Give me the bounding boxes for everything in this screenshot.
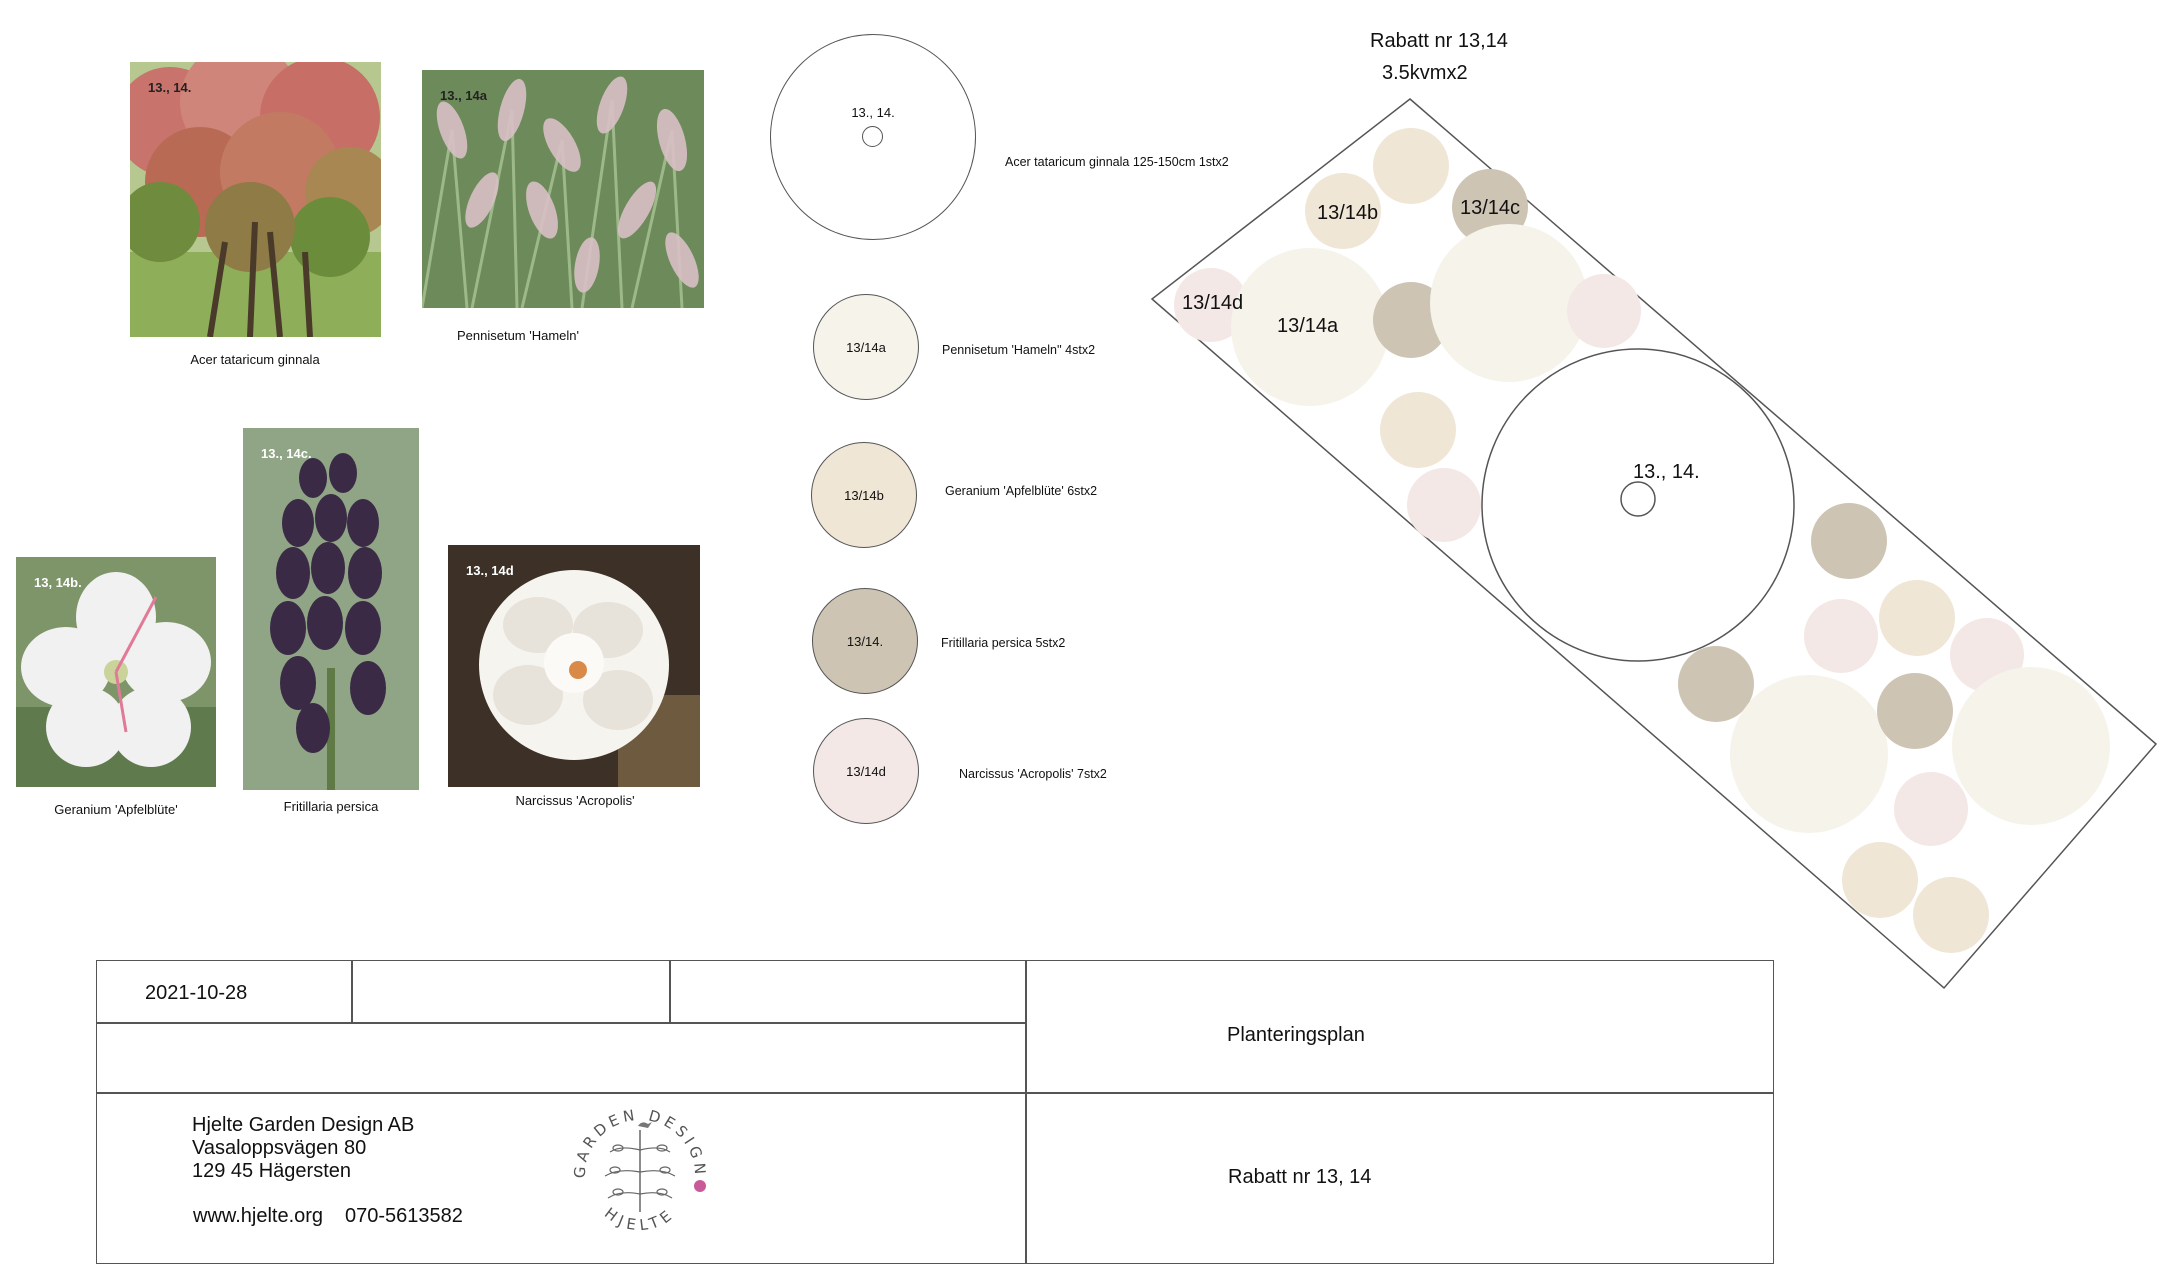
photo-label: 13., 14a bbox=[440, 88, 487, 103]
plan-label-b: 13/14b bbox=[1317, 202, 1379, 224]
legend-text: Narcissus 'Acropolis' 7stx2 bbox=[959, 767, 1107, 781]
plant-d bbox=[1567, 274, 1641, 348]
legend-tree-trunk bbox=[862, 126, 883, 147]
plant-b bbox=[1879, 580, 1955, 656]
legend-swatch: 13/14. bbox=[812, 588, 918, 694]
divider bbox=[1025, 960, 1027, 1264]
legend-swatch: 13/14d bbox=[813, 718, 919, 824]
plant-c bbox=[1373, 282, 1449, 358]
company-logo: GARDEN DESIGN HJELTE bbox=[560, 1090, 720, 1250]
plan-label-c: 13/14c bbox=[1460, 197, 1521, 219]
plan-title: Rabatt nr 13,14 bbox=[1370, 30, 1508, 52]
plant-b bbox=[1373, 128, 1449, 204]
bed-name: Rabatt nr 13, 14 bbox=[1228, 1166, 1372, 1188]
photo-caption: Narcissus 'Acropolis' bbox=[515, 793, 635, 808]
plan-label-d: 13/14d bbox=[1182, 292, 1244, 314]
date: 2021-10-28 bbox=[145, 982, 248, 1004]
plant-d bbox=[1174, 268, 1248, 342]
photo-narcissus: 13., 14d bbox=[448, 545, 700, 787]
plant-a bbox=[1730, 675, 1888, 833]
photo-acer: 13., 14. bbox=[130, 62, 381, 337]
company-street: Vasaloppsvägen 80 bbox=[192, 1137, 367, 1159]
phone-number: 070-5613582 bbox=[345, 1205, 463, 1227]
plan-size: 3.5kvmx2 bbox=[1382, 62, 1468, 84]
legend-code: 13/14. bbox=[846, 633, 884, 649]
divider bbox=[96, 1092, 1774, 1094]
plant-c bbox=[1877, 673, 1953, 749]
legend-text: Fritillaria persica 5stx2 bbox=[941, 636, 1066, 650]
photo-caption: Fritillaria persica bbox=[283, 799, 379, 814]
legend-swatch: 13/14a bbox=[813, 294, 919, 400]
photo-caption: Pennisetum 'Hameln' bbox=[456, 328, 580, 343]
divider bbox=[669, 960, 671, 1022]
legend-code: 13/14a bbox=[846, 339, 886, 355]
tree-trunk bbox=[1620, 481, 1656, 517]
legend-text: Geranium 'Apfelblüte' 6stx2 bbox=[945, 484, 1098, 498]
photo-caption: Geranium 'Apfelblüte' bbox=[54, 802, 178, 817]
legend-text: Pennisetum 'Hameln'' 4stx2 bbox=[942, 343, 1096, 357]
plant-d bbox=[1804, 599, 1878, 673]
plan-type: Planteringsplan bbox=[1227, 1024, 1365, 1046]
legend-code: 13/14b bbox=[844, 487, 884, 503]
legend-tree: 13., 14. bbox=[770, 34, 976, 240]
plant-b bbox=[1842, 842, 1918, 918]
plant-c bbox=[1811, 503, 1887, 579]
legend-swatch: 13/14b bbox=[811, 442, 917, 548]
legend-code: 13/14d bbox=[846, 763, 886, 779]
plant-b bbox=[1380, 392, 1456, 468]
title-block bbox=[96, 960, 1774, 1264]
divider bbox=[351, 960, 353, 1022]
legend-text: Acer tataricum ginnala 125-150cm 1stx2 bbox=[1005, 155, 1229, 169]
photo-geranium: 13, 14b. bbox=[16, 557, 216, 787]
plant-b bbox=[1305, 173, 1381, 249]
bed-outline bbox=[1150, 98, 2158, 990]
website-link[interactable]: www.hjelte.org bbox=[193, 1205, 324, 1227]
plant-a bbox=[1952, 667, 2110, 825]
photo-label: 13., 14d bbox=[466, 563, 514, 578]
plan-label-a: 13/14a bbox=[1277, 315, 1339, 337]
legend-tree-code: 13., 14. bbox=[851, 105, 895, 120]
photo-label: 13., 14. bbox=[148, 80, 192, 95]
plant-a bbox=[1231, 248, 1389, 406]
plant-c bbox=[1678, 646, 1754, 722]
plant-d bbox=[1407, 468, 1481, 542]
plant-d bbox=[1894, 772, 1968, 846]
divider bbox=[96, 1022, 1025, 1024]
photo-label: 13, 14b. bbox=[34, 575, 82, 590]
photo-pennisetum: 13., 14a bbox=[422, 70, 704, 308]
company-city: 129 45 Hägersten bbox=[192, 1160, 352, 1182]
photo-caption: Acer tataricum ginnala bbox=[190, 352, 320, 367]
company-name: Hjelte Garden Design AB bbox=[192, 1114, 415, 1136]
photo-label: 13., 14c. bbox=[261, 446, 312, 461]
plant-a bbox=[1430, 224, 1588, 382]
plan-label-tree: 13., 14. bbox=[1633, 461, 1700, 483]
plant-b bbox=[1913, 877, 1989, 953]
photo-fritillaria: 13., 14c. bbox=[243, 428, 419, 790]
